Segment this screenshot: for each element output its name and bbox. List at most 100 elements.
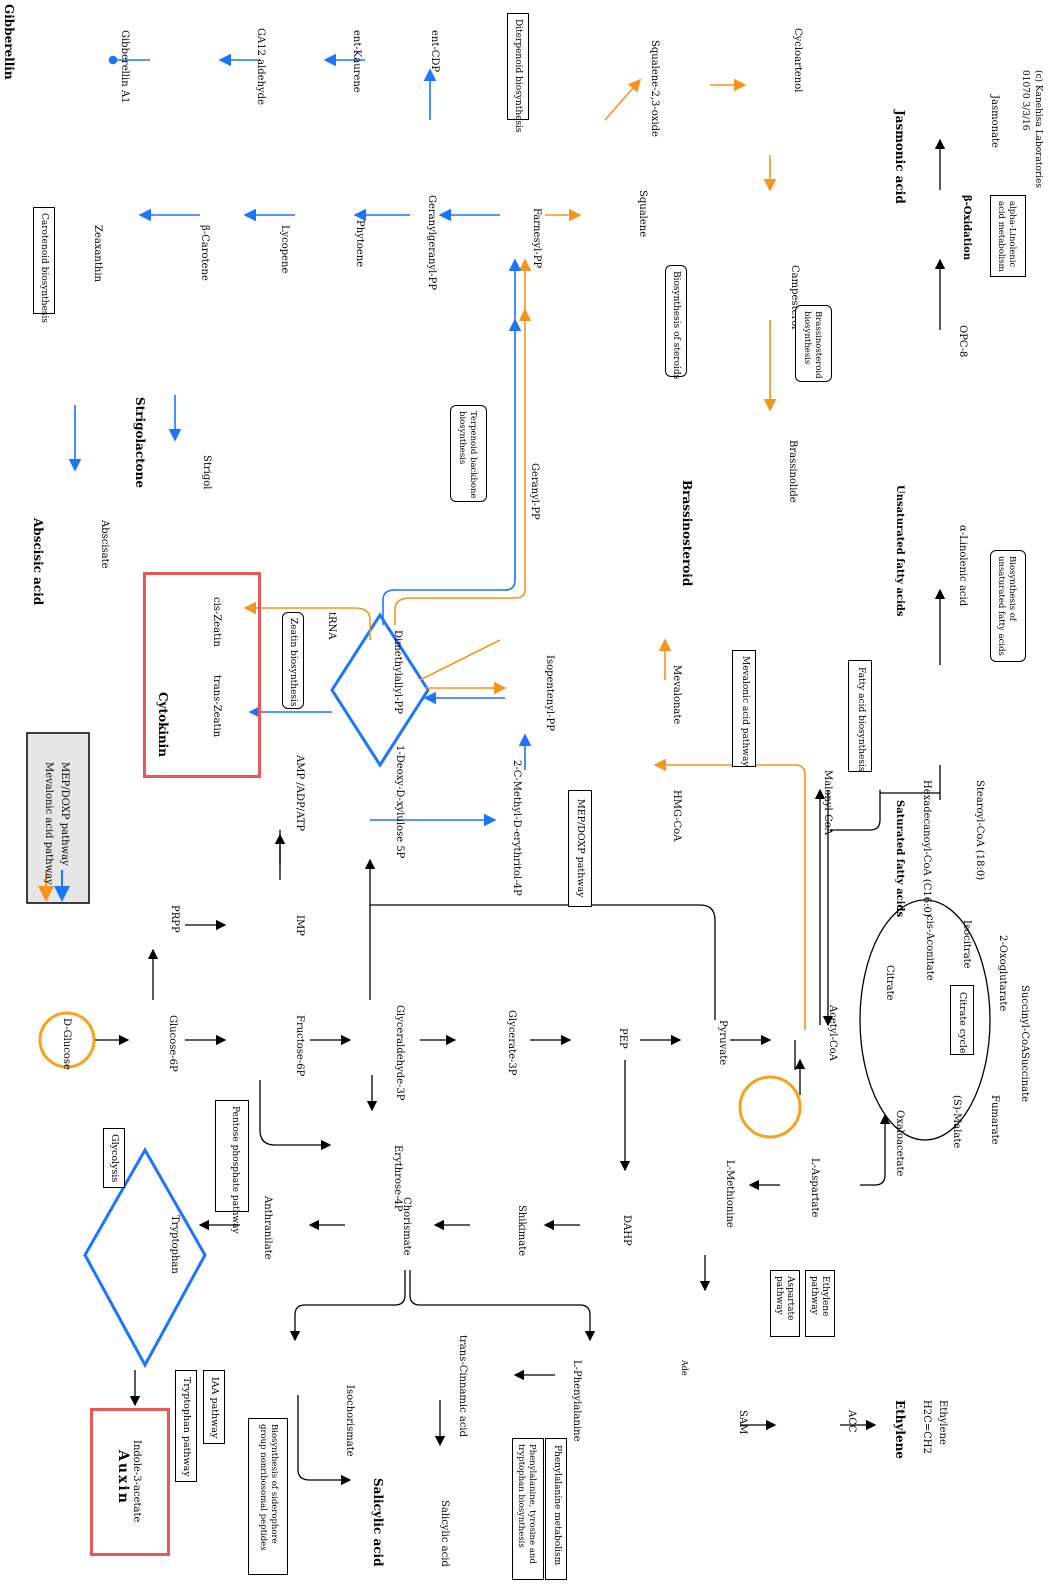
compound-glucose-6p: Glucose-6P [167,1015,178,1072]
pathway-box-mevalonic-label: Mevalonic acid pathway [740,656,750,767]
pathway-box-glycolysis[interactable]: Glycolysis [103,1128,125,1188]
compound-l-methionine: L-Methionine [724,1160,735,1228]
pathway-box-citrate-cycle[interactable]: Citrate cycle [950,985,974,1055]
compound-ent-kaurene: ent-Kaurene [351,30,362,93]
compound-alpha-linolenic: α-Linolenic acid [957,525,968,607]
compound-l-aspartate: L-Aspartate [809,1158,820,1218]
compound-fumarate: Fumarate [989,1095,1000,1145]
pathway-box-mevalonic[interactable]: Mevalonic acid pathway [732,650,756,767]
compound-squalene-oxide: Squalene-2,3-oxide [649,40,660,137]
hormone-cytokinin: Cytokinin [156,692,170,757]
auxin-highlight-box [90,1408,170,1556]
compound-trna: tRNA [326,612,337,640]
compound-phytoene: Phytoene [354,220,365,268]
pathway-box-alpha-linolenic-label: alpha-Linolenic acid metabolism [996,201,1017,272]
compound-malonyl-coa: Malonyl-CoA [822,770,833,835]
compound-pep: PEP [617,1028,628,1049]
pathway-box-siderophore[interactable]: Biosynthesis of siderophore group nonrib… [248,1418,288,1575]
compound-beta-carotene: β-Carotene [199,225,210,281]
compound-acetyl-coa: Acetyl-CoA [827,1005,838,1061]
compound-trans-cinnamic: trans-Cinnamic acid [457,1335,468,1438]
pathway-box-iaa[interactable]: IAA pathway [203,1370,225,1444]
pathway-box-terpenoid-label: Terpenoid backbone biosynthesis [457,411,478,499]
pathway-box-carotenoid[interactable]: Carotenoid biosynthesis [33,207,55,323]
hormone-ethylene: Ethylene [893,1400,907,1459]
compound-jasmonate: Jasmonate [989,95,1000,148]
compound-sam: SAM [737,1410,748,1435]
pathway-box-fatty-acid-label: Fatty acid biosynthesis [856,667,866,772]
compound-ade: Ade [680,1360,689,1376]
compound-d-glucose: D-Glucose [61,1018,72,1070]
compound-acc: ACC [846,1410,857,1433]
pathway-box-mep-doxp[interactable]: MEP/DOXP pathway [568,790,592,907]
compound-ethylene-formula: H2C=CH2 [921,1400,932,1454]
pathway-box-phe-metab-label: Phenylalanine metabolism [552,1445,562,1566]
pathway-box-phe-metab[interactable]: Phenylalanine metabolism [545,1438,567,1580]
unsaturated-fatty-acids-header: Unsaturated fatty acids [894,485,905,617]
pathway-box-phe-tyr-trp[interactable]: Phenylalanine, tyrosine and tryptophan b… [512,1438,544,1580]
compound-ga12: GA12 aldehyde [255,28,266,106]
hormone-strigolactone: Strigolactone [133,397,147,489]
compound-tryptophan: Tryptophan [169,1215,180,1274]
pathway-box-fatty-acid[interactable]: Fatty acid biosynthesis [848,660,872,772]
compound-isocitrate: Isocitrate [961,920,972,969]
compound-prpp: PRPP [169,905,180,933]
pathway-box-brassino-bio[interactable]: Brassinosteroid biosynthesis [795,305,832,382]
hormone-auxin: Auxin [115,1450,131,1505]
compound-mevalonate: Mevalonate [671,665,682,725]
compound-opc8: OPC-8 [957,325,968,358]
hormone-jasmonic: Jasmonic acid [893,110,907,204]
hormone-gibberellin: Gibberellin [2,4,16,80]
compound-pyruvate: Pyruvate [717,1020,728,1066]
pathway-box-diterpenoid[interactable]: Diterpenoid biosynthesis [507,13,529,133]
pathway-box-phe-tyr-trp-label: Phenylalanine, tyrosine and tryptophan b… [516,1444,537,1564]
pathway-box-pentose-label: Pentose phosphate pathway [230,1106,240,1234]
compound-ethylene: Ethylene [937,1400,948,1445]
pathway-box-pentose[interactable]: Pentose phosphate pathway [215,1100,249,1234]
pathway-box-siderophore-label: Biosynthesis of siderophore group nonrib… [258,1424,279,1551]
pathway-box-tryptophan[interactable]: Tryptophan pathway [175,1370,197,1482]
acetate-highlight [738,1075,802,1139]
compound-squalene: Squalene [637,190,648,238]
pathway-box-iaa-label: IAA pathway [209,1377,220,1439]
compound-dimethylallyl-pp: Dimethylallyl-PP [392,630,403,714]
pathway-box-citrate-cycle-label: Citrate cycle [957,992,968,1054]
pathway-box-alpha-linolenic[interactable]: alpha-Linolenic acid metabolism [990,195,1026,277]
pathway-box-ethylene[interactable]: Ethylene pathway [805,1270,835,1337]
hormone-salicylic: Salicylic acid [371,1478,385,1567]
compound-cis-zeatin: cis-Zeatin [211,597,222,647]
compound-ent-cdp: ent-CDP [429,30,440,73]
compound-oxoglutarate: 2-Oxoglutarate [997,935,1008,1012]
compound-amp: AMP /ADP/ATP [294,755,305,832]
pathway-box-unsat-fatty[interactable]: Biosynthesis of unsaturated fatty acids [990,550,1026,662]
compound-methyl-erythritol: 2-C-Methyl-D-erythritol-4P [511,760,522,896]
legend-mevalonic-label: Mevalonic acid pathway [43,762,54,885]
compound-salicylic-acid: Salicylic acid [439,1500,450,1567]
compound-glycerate-3p: Glycerate-3P [506,1010,517,1076]
compound-succinyl-coa: Succinyl-CoA [1019,985,1030,1053]
compound-indole-3-acetate: Indole-3-acetate [131,1440,142,1523]
pathway-box-aspartate[interactable]: Aspartate pathway [770,1270,800,1337]
pathway-box-carotenoid-label: Carotenoid biosynthesis [39,213,49,324]
pathway-box-steroids[interactable]: Biosynthesis of steroids [665,265,687,379]
pathway-box-zeatin[interactable]: Zeatin biosynthesis [282,612,304,709]
pathway-box-unsat-fatty-label: Biosynthesis of unsaturated fatty acids [996,556,1017,656]
compound-gibberellin-a1: Gibberellin A1 [119,30,130,104]
compound-succinate: Succinate [1019,1052,1030,1103]
map-id: 01070 3/3/16 [1020,70,1030,131]
pathway-box-terpenoid[interactable]: Terpenoid backbone biosynthesis [450,405,487,502]
compound-glyceraldehyde-3p: Glyceraldehyde-3P [394,1005,405,1101]
legend-box [26,732,90,904]
d-glucose-highlight [38,1011,96,1069]
compound-stearoyl: Stearoyl-CoA (18:0) [974,780,985,881]
tryptophan-diamond [83,1146,207,1369]
compound-farnesyl-pp: Farnesyl-PP [531,208,542,269]
pathway-box-tryptophan-label: Tryptophan pathway [181,1377,192,1477]
compound-geranylgeranyl-pp: Geranylgeranyl-PP [426,195,437,291]
compound-s-malate: (S)-Malate [951,1095,962,1149]
compound-dahp: DAHP [621,1215,632,1246]
saturated-fatty-acids-header: Saturated fatty acids [894,800,905,918]
compound-l-phenylalanine: L-Phenylalanine [571,1360,582,1442]
compound-isochorismate: Isochorismate [344,1385,355,1457]
